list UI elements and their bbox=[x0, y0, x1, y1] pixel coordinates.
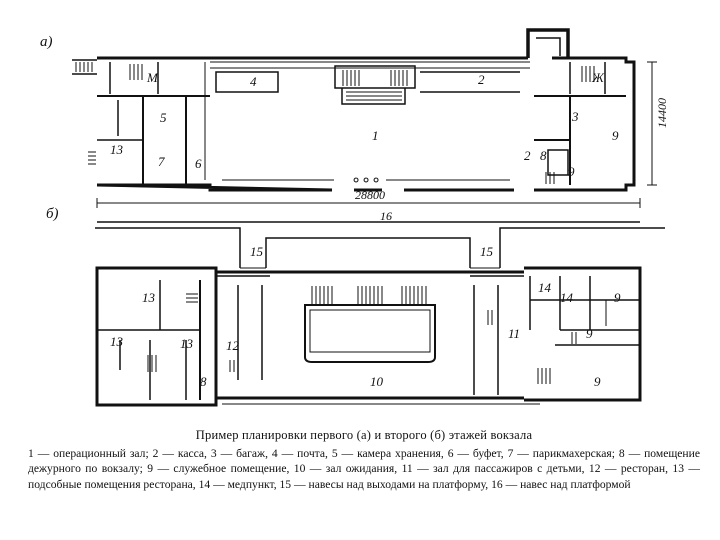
b-room-6: 13 bbox=[110, 334, 124, 349]
b-room-3: 14 bbox=[538, 280, 552, 295]
a-room-8: 13 bbox=[110, 142, 124, 157]
legend-entry: 15 — навесы над выходами на платформу, bbox=[279, 477, 492, 491]
caption-legend: 1 — операционный зал; 2 — касса, 3 — баг… bbox=[28, 446, 700, 493]
dim-height-label: 14400 bbox=[655, 98, 669, 128]
legend-entry: 10 — зал ожидания, bbox=[293, 462, 402, 475]
b-room-4: 14 bbox=[560, 290, 574, 305]
dim-b-label: 16 bbox=[380, 209, 392, 223]
legend-entry: 2 — касса, bbox=[152, 446, 211, 460]
b-room-5: 9 bbox=[614, 290, 621, 305]
caption-title: Пример планировки первого (а) и второго … bbox=[195, 428, 533, 442]
panel-b-label: б) bbox=[46, 206, 59, 222]
b-room-1: 15 bbox=[480, 244, 494, 259]
figure-caption: Пример планировки первого (а) и второго … bbox=[28, 428, 700, 492]
a-room-9: 7 bbox=[158, 154, 165, 169]
legend-entry: 7 — парикмахерская; bbox=[507, 446, 619, 460]
b-room-13: 10 bbox=[370, 374, 384, 389]
legend-entry: 9 — служебное помещение, bbox=[147, 462, 294, 475]
a-room-0: М bbox=[146, 70, 159, 85]
floor-plan-drawing: а) б) 28800 16 14400 М42Ж531913762891515… bbox=[40, 28, 669, 407]
legend-entry: 12 — ресторан, bbox=[588, 462, 673, 475]
a-room-1: 4 bbox=[250, 74, 257, 89]
dim-width-label: 28800 bbox=[355, 188, 385, 202]
plan-a-walls bbox=[72, 28, 636, 192]
plan-b-canopy bbox=[95, 221, 665, 269]
b-room-11: 8 bbox=[200, 374, 207, 389]
legend-entry: 16 — навес над платформой bbox=[491, 477, 631, 491]
plan-a-stairs bbox=[75, 62, 595, 184]
plan-b-stairs bbox=[147, 286, 577, 384]
a-room-12: 8 bbox=[540, 148, 547, 163]
b-room-8: 12 bbox=[226, 338, 240, 353]
b-room-0: 15 bbox=[250, 244, 264, 259]
a-room-3: Ж bbox=[591, 70, 605, 85]
a-room-10: 6 bbox=[195, 156, 202, 171]
legend-entry: 6 — буфет, bbox=[447, 446, 508, 460]
legend-entry: 1 — операционный зал; bbox=[28, 446, 153, 460]
plan-b-walls bbox=[95, 266, 642, 407]
b-room-9: 11 bbox=[508, 326, 520, 341]
panel-a-label: а) bbox=[40, 34, 53, 50]
b-room-10: 9 bbox=[586, 326, 593, 341]
a-room-2: 2 bbox=[478, 72, 485, 87]
plan-a-dimensions bbox=[96, 61, 657, 208]
a-room-5: 3 bbox=[571, 109, 579, 124]
b-room-2: 13 bbox=[142, 290, 156, 305]
plan-a-entrance-markers bbox=[353, 177, 379, 183]
a-room-11: 2 bbox=[524, 148, 531, 163]
legend-entry: 14 — медпункт, bbox=[198, 477, 280, 491]
a-room-6: 1 bbox=[372, 128, 379, 143]
a-room-7: 9 bbox=[612, 128, 619, 143]
legend-entry: 11 — зал для пассажиров с детьми, bbox=[401, 462, 589, 475]
b-room-7: 13 bbox=[180, 336, 194, 351]
legend-entry: 3 — багаж, bbox=[210, 446, 272, 460]
legend-entry: 4 — почта, bbox=[271, 446, 332, 460]
b-room-12: 9 bbox=[594, 374, 601, 389]
legend-entry: 13 — подсобные помещения ресторана, bbox=[28, 462, 700, 491]
a-room-4: 5 bbox=[160, 110, 167, 125]
legend-entry: 8 — помещение дежурного по вокзалу; bbox=[28, 446, 700, 476]
legend-entry: 5 — камера хранения, bbox=[331, 446, 448, 460]
a-room-13: 9 bbox=[568, 164, 575, 179]
